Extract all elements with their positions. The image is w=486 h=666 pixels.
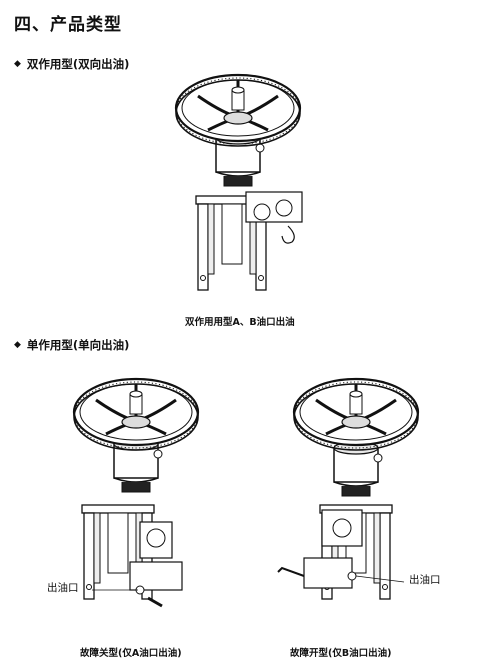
caption-double-acting: 双作用用型A、B油口出油 [185,317,295,328]
caption-fail-open: 故障开型(仅B油口出油) [290,648,392,659]
subsection-double-acting: ◆ 双作用型(双向出油) [14,56,129,72]
section-title: 四、产品类型 [14,15,122,35]
caption-fail-close: 故障关型(仅A油口出油) [80,648,182,659]
diamond-bullet-icon: ◆ [14,59,21,69]
double-acting-actuator-illustration [174,73,303,291]
diamond-bullet-icon: ◆ [14,340,21,350]
callout-outlet-right: 出油口 [409,574,441,586]
subsection-title: 双作用型(双向出油) [26,57,130,71]
fail-close-actuator-illustration [72,377,200,608]
subsection-single-acting: ◆ 单作用型(单向出油) [14,337,129,353]
callout-outlet-left: 出油口 [47,582,79,594]
fail-open-actuator-illustration [277,377,420,600]
subsection-title: 单作用型(单向出油) [26,338,130,352]
